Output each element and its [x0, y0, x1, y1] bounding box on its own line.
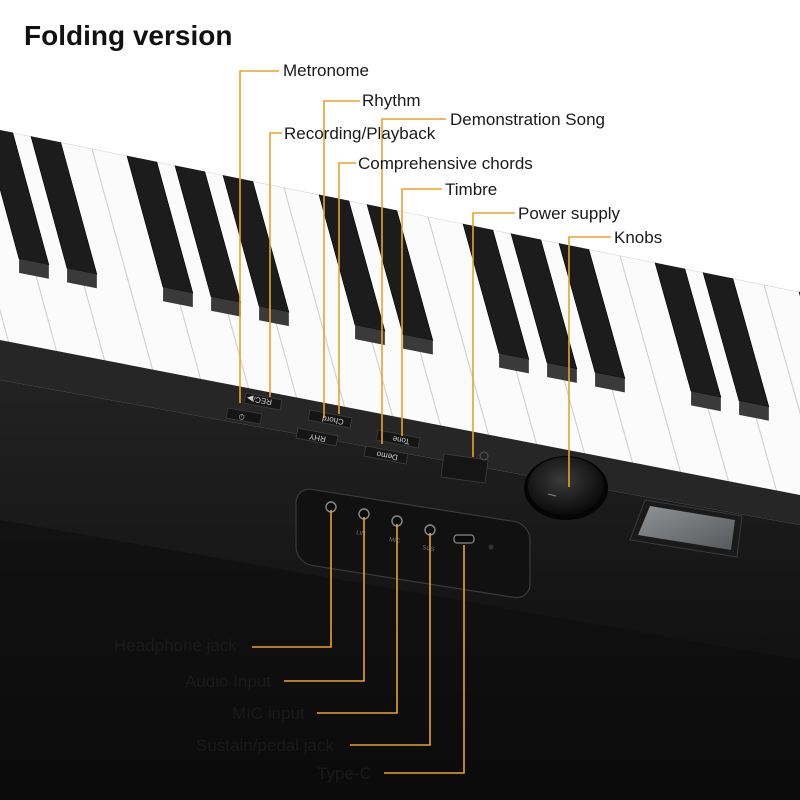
- svg-text:Tone: Tone: [391, 434, 410, 446]
- black-key-front: [403, 334, 433, 355]
- page-title: Folding version: [24, 20, 233, 51]
- black-key-front: [691, 391, 721, 412]
- label-audio-input: Audio Input: [185, 672, 272, 691]
- svg-text:REC/▶: REC/▶: [245, 393, 272, 406]
- label-knobs: Knobs: [614, 228, 663, 247]
- black-key-front: [211, 296, 241, 317]
- lcd-display: [629, 499, 743, 558]
- svg-text:⏱: ⏱: [238, 412, 246, 422]
- black-key-front: [259, 306, 289, 327]
- leader-lines: [239, 70, 611, 774]
- svg-text:LIN: LIN: [356, 530, 366, 538]
- label-recording-playback: Recording/Playback: [284, 124, 436, 143]
- black-key-front: [19, 258, 49, 279]
- label-mic-input: MIC input: [232, 704, 305, 723]
- white-key[interactable]: [763, 284, 800, 515]
- tone-button[interactable]: Tone: [375, 429, 421, 449]
- black-key-front: [163, 287, 193, 308]
- label-headphone-jack: Headphone jack: [114, 636, 237, 655]
- label-type-c: Type-C: [317, 764, 372, 783]
- rhythm-button[interactable]: RHY: [295, 427, 339, 447]
- label-demonstration-song: Demonstration Song: [450, 110, 605, 129]
- black-key-front: [67, 268, 97, 289]
- body-lower-band: [0, 520, 800, 800]
- jack-panel: [295, 488, 531, 599]
- svg-text:Demo: Demo: [375, 449, 398, 462]
- label-rhythm: Rhythm: [362, 91, 421, 110]
- volume-knob[interactable]: [524, 456, 608, 520]
- chord-button[interactable]: Chord: [307, 409, 353, 429]
- svg-text:MIC: MIC: [389, 537, 402, 545]
- black-key-front: [595, 372, 625, 393]
- type-c-port[interactable]: [453, 534, 475, 544]
- label-metronome: Metronome: [283, 61, 369, 80]
- label-sustain-pedal-jack: Sustain/pedal jack: [196, 736, 334, 755]
- demo-button[interactable]: Demo: [363, 445, 409, 465]
- rec-play-button[interactable]: REC/▶: [243, 392, 283, 411]
- metronome-button[interactable]: ⏱: [225, 407, 263, 425]
- indicator-led: [488, 544, 494, 550]
- black-key-front: [739, 400, 769, 421]
- label-power-supply: Power supply: [518, 204, 621, 223]
- svg-text:Chord: Chord: [321, 414, 344, 427]
- power-icon: [479, 451, 489, 461]
- black-key-front: [499, 353, 529, 374]
- black-key-front: [355, 325, 385, 346]
- svg-text:RHY: RHY: [308, 432, 327, 444]
- label-comprehensive-chords: Comprehensive chords: [358, 154, 533, 173]
- power-button[interactable]: [440, 451, 489, 484]
- label-timbre: Timbre: [445, 180, 498, 199]
- svg-text:SUS: SUS: [422, 545, 435, 553]
